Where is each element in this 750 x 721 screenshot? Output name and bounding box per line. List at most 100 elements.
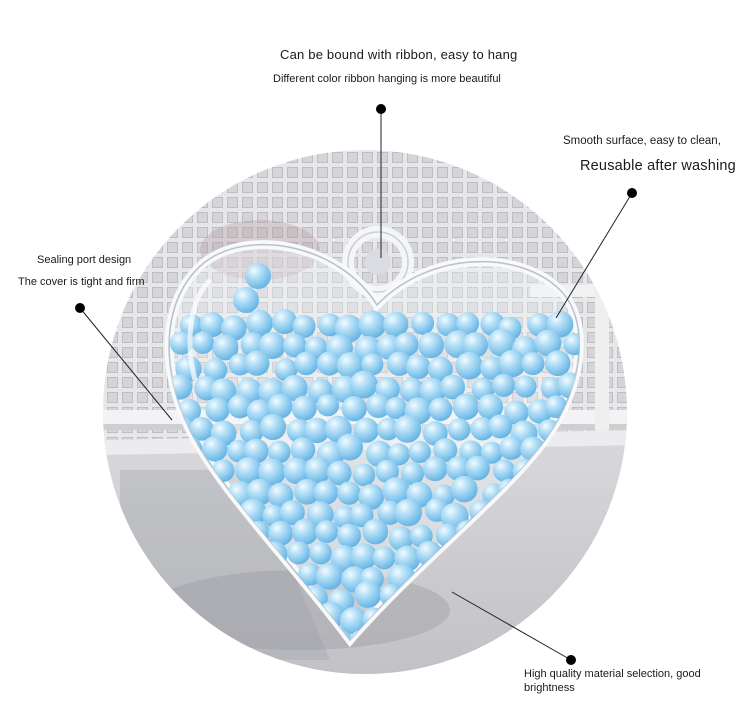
callout-leaders bbox=[79, 110, 633, 661]
foam-bead bbox=[304, 417, 330, 444]
foam-bead bbox=[361, 353, 384, 376]
foam-bead bbox=[362, 518, 389, 545]
foam-bead bbox=[212, 334, 239, 361]
foam-bead bbox=[480, 356, 504, 380]
foam-bead bbox=[556, 583, 580, 609]
foam-bead bbox=[258, 458, 286, 486]
foam-bead bbox=[382, 477, 411, 505]
foam-bead bbox=[341, 395, 367, 422]
foam-bead bbox=[514, 375, 537, 398]
foam-bead bbox=[169, 629, 188, 640]
foam-bead bbox=[480, 441, 503, 464]
foam-bead bbox=[315, 562, 343, 590]
foam-bead bbox=[387, 443, 410, 466]
foam-bead bbox=[427, 356, 453, 382]
callout-left-line1: Sealing port design bbox=[37, 254, 132, 266]
foam-bead bbox=[544, 395, 568, 419]
foam-bead bbox=[383, 311, 409, 338]
foam-bead bbox=[272, 309, 297, 335]
foam-bead bbox=[354, 580, 382, 608]
foam-bead bbox=[290, 437, 316, 462]
foam-bead bbox=[349, 370, 378, 399]
callout-bottom-text: High quality material selection, good br… bbox=[524, 668, 701, 694]
foam-bead bbox=[492, 459, 516, 482]
callout-right-line2: Reusable after washing bbox=[580, 158, 736, 174]
foam-bead bbox=[394, 498, 423, 527]
foam-bead bbox=[408, 440, 431, 464]
foam-bead bbox=[477, 393, 504, 420]
foam-bead bbox=[436, 312, 460, 337]
foam-bead bbox=[294, 478, 320, 505]
foam-bead bbox=[336, 351, 364, 379]
foam-bead bbox=[422, 456, 448, 482]
foam-bead bbox=[372, 546, 396, 570]
foam-bead bbox=[428, 397, 453, 422]
foam-bead bbox=[492, 373, 516, 397]
foam-bead bbox=[315, 520, 339, 544]
foam-bead bbox=[400, 461, 425, 486]
foam-bead bbox=[304, 456, 332, 484]
dot-right bbox=[627, 188, 637, 198]
foam-bead bbox=[465, 455, 490, 481]
foam-bead bbox=[451, 475, 478, 503]
foam-bead bbox=[352, 463, 376, 487]
foam-bead bbox=[452, 393, 480, 421]
foam-bead bbox=[455, 351, 483, 380]
foam-bead bbox=[433, 438, 458, 462]
foam-bead bbox=[504, 400, 529, 425]
foam-bead bbox=[349, 503, 374, 528]
foam-bead bbox=[405, 354, 431, 380]
callout-top-title: Can be bound with ribbon, easy to hang bbox=[280, 47, 518, 62]
foam-bead bbox=[243, 438, 269, 464]
foam-bead bbox=[227, 439, 250, 463]
foam-bead bbox=[233, 287, 259, 313]
foam-bead bbox=[393, 415, 422, 443]
foam-bead bbox=[286, 418, 311, 443]
foam-bead bbox=[291, 395, 317, 421]
foam-bead bbox=[199, 312, 225, 338]
foam-bead bbox=[350, 543, 378, 570]
foam-bead bbox=[358, 483, 385, 510]
foam-bead bbox=[281, 374, 308, 402]
foam-bead bbox=[337, 523, 361, 548]
foam-bead bbox=[447, 418, 471, 441]
foam-bead bbox=[330, 545, 358, 572]
foam-bead bbox=[544, 350, 571, 377]
callout-top-subtitle: Different color ribbon hanging is more b… bbox=[273, 73, 501, 85]
foam-bead bbox=[292, 314, 316, 338]
foam-bead bbox=[227, 394, 252, 419]
foam-bead bbox=[538, 629, 562, 640]
foam-bead bbox=[244, 350, 270, 376]
dot-left bbox=[75, 303, 85, 313]
foam-bead bbox=[563, 333, 580, 356]
foam-bead bbox=[446, 456, 471, 481]
foam-bead bbox=[258, 331, 286, 360]
foam-bead bbox=[205, 397, 230, 422]
foam-bead bbox=[279, 500, 305, 526]
foam-bead bbox=[202, 435, 228, 462]
foam-bead bbox=[203, 358, 228, 382]
foam-bead bbox=[440, 374, 466, 400]
foam-bead bbox=[547, 608, 574, 635]
foam-bead bbox=[268, 520, 294, 546]
foam-bead bbox=[291, 518, 319, 545]
foam-bead bbox=[499, 435, 524, 460]
foam-bead bbox=[339, 607, 368, 635]
foam-bead bbox=[246, 309, 273, 337]
foam-bead bbox=[317, 351, 342, 376]
foam-bead bbox=[417, 332, 445, 359]
foam-bead bbox=[336, 433, 364, 461]
foam-bead bbox=[388, 526, 414, 551]
foam-bead bbox=[394, 332, 419, 357]
dot-top bbox=[376, 104, 386, 114]
foam-bead bbox=[521, 351, 545, 376]
foam-bead bbox=[267, 393, 293, 419]
foam-bead bbox=[283, 333, 307, 358]
foam-bead bbox=[189, 416, 214, 441]
foam-bead bbox=[540, 377, 564, 400]
foam-bead bbox=[470, 417, 495, 441]
foam-bead bbox=[221, 315, 247, 341]
foam-bead bbox=[239, 419, 264, 444]
dot-bottom bbox=[566, 655, 576, 665]
